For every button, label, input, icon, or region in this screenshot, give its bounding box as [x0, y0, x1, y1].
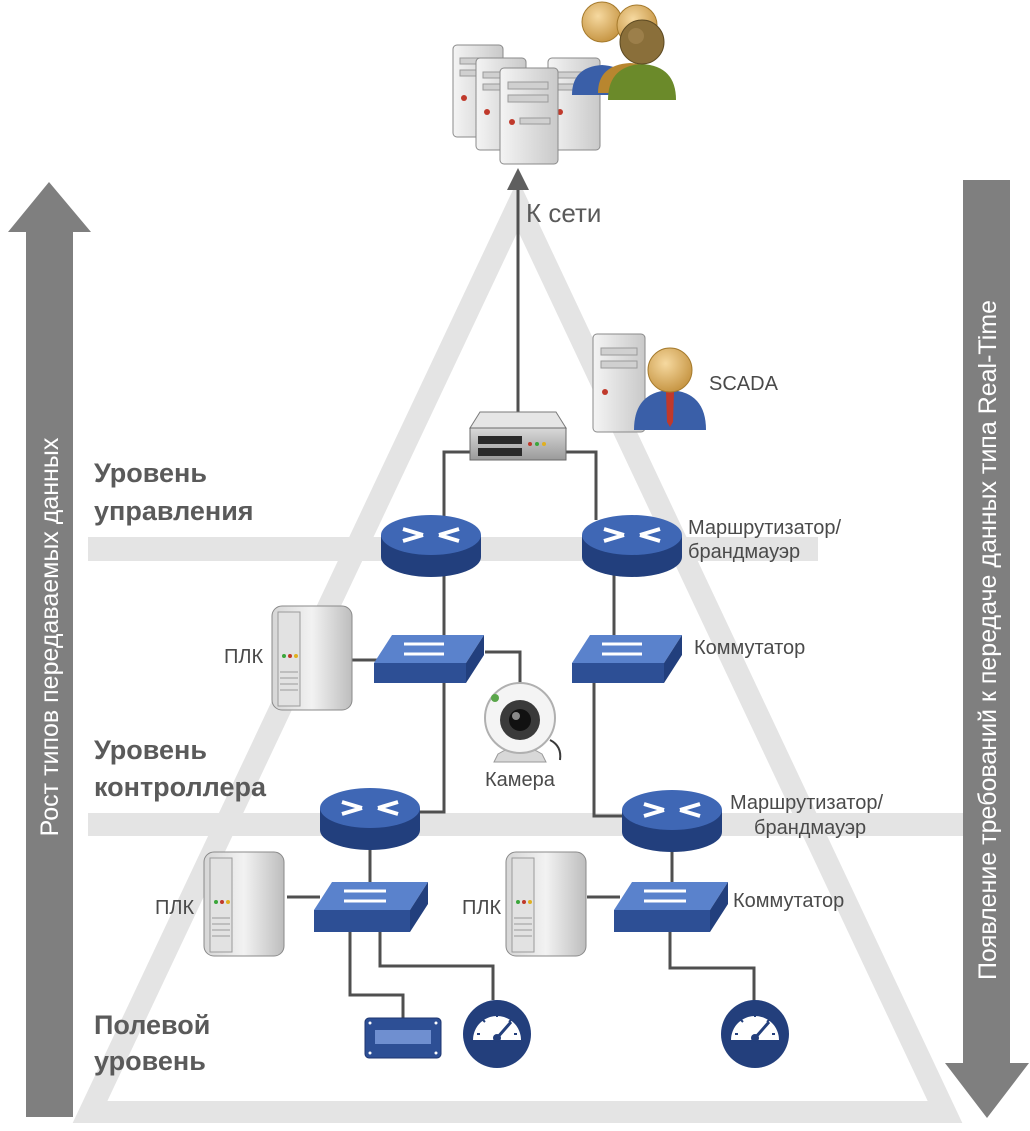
plc-icon [505, 851, 587, 957]
router-icon [320, 788, 420, 850]
router-top-label-line2: брандмауэр [688, 541, 800, 563]
switch-icon [572, 635, 682, 683]
gauge-icon [721, 1000, 789, 1068]
level-label-management-line2: управления [94, 496, 254, 526]
level-band-controller [88, 813, 964, 836]
router-icon [381, 515, 481, 577]
scada-label: SCADA [709, 373, 779, 395]
level-label-controller-line2: контроллера [94, 772, 267, 802]
switch-top-label: Коммутатор [694, 637, 805, 659]
plc-right-label: ПЛК [462, 897, 502, 919]
switch-icon [314, 882, 428, 932]
level-label-field-line1: Полевой [94, 1010, 210, 1040]
level-label-field-line2: уровень [94, 1046, 206, 1076]
plc-icon [271, 605, 353, 711]
scada-station: SCADA [592, 333, 779, 433]
users-icon [572, 1, 676, 100]
server-icon [592, 333, 646, 433]
network-arrowhead [507, 168, 529, 190]
plc-top-label: ПЛК [224, 646, 264, 668]
plc-icon [203, 851, 285, 957]
camera-label: Камера [485, 769, 556, 791]
server-cluster [452, 1, 676, 165]
router-top-label-line1: Маршрутизатор/ [688, 517, 841, 539]
left-side-arrow: Рост типов передаваемых данных [8, 182, 91, 1117]
router-mid-label-line2: брандмауэр [754, 817, 866, 839]
display-device-icon [364, 1017, 442, 1059]
gauge-icon [463, 1000, 531, 1068]
network-hub-icon [469, 411, 567, 461]
left-arrow-label: Рост типов передаваемых данных [36, 437, 64, 836]
right-arrow-label: Появление требований к передаче данных т… [974, 300, 1002, 980]
router-mid-label-line1: Маршрутизатор/ [730, 792, 883, 814]
switch-icon [374, 635, 484, 683]
switch-bottom-label: Коммутатор [733, 890, 844, 912]
router-icon [582, 515, 682, 577]
level-label-management-line1: Уровень [94, 458, 207, 488]
level-label-controller-line1: Уровень [94, 735, 207, 765]
network-label: К сети [526, 198, 601, 228]
switch-icon [614, 882, 728, 932]
server-icon [499, 67, 559, 165]
plc-left-label: ПЛК [155, 897, 195, 919]
router-icon [622, 790, 722, 852]
right-side-arrow: Появление требований к передаче данных т… [945, 180, 1029, 1118]
user-icon [634, 347, 706, 430]
camera-icon [484, 682, 562, 763]
connection-lines [287, 185, 756, 1020]
